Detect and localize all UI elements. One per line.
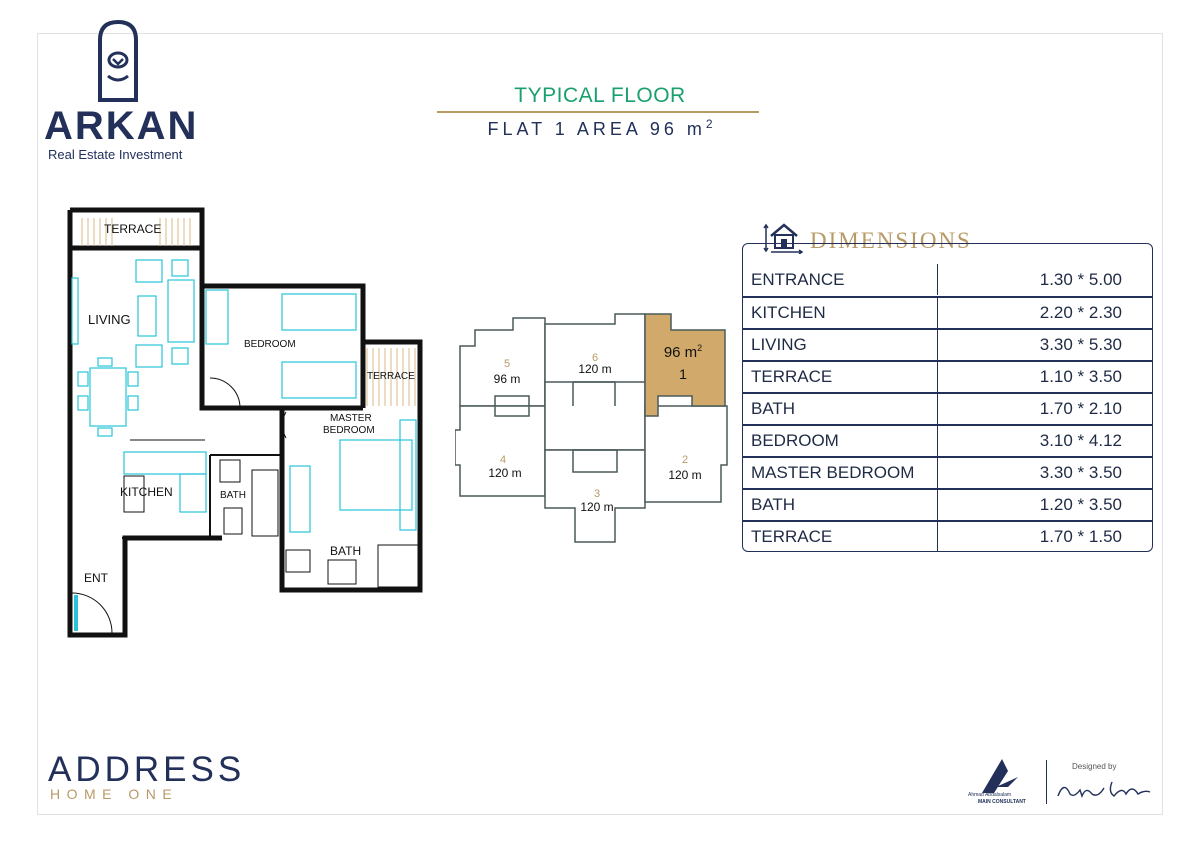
room-label-terrace-right: TERRACE bbox=[367, 371, 415, 382]
room-label-bath-bottom: BATH bbox=[330, 544, 362, 558]
room-name: BATH bbox=[743, 489, 938, 520]
floor-plan-drawing bbox=[67, 207, 423, 638]
room-size: 2.20 * 2.30 bbox=[1039, 302, 1122, 322]
row-divider bbox=[743, 296, 1152, 298]
row-divider bbox=[743, 456, 1152, 458]
table-row: BATH 1.70 * 2.10 bbox=[743, 393, 1152, 424]
room-size: 1.10 * 3.50 bbox=[1039, 366, 1122, 386]
row-divider bbox=[743, 488, 1152, 490]
dimensions-table-header-space bbox=[743, 244, 1152, 264]
table-row: TERRACE 1.10 * 3.50 bbox=[743, 361, 1152, 392]
room-name: BEDROOM bbox=[743, 425, 938, 456]
room-label-kitchen: KITCHEN bbox=[120, 485, 173, 499]
key-plan: 5 96 m 6 120 m 96 m2 1 4 120 m 2 120 m 3… bbox=[454, 310, 735, 545]
page-frame bbox=[37, 33, 1163, 815]
room-label-terrace-top: TERRACE bbox=[104, 222, 162, 236]
room-label-master-line2: BEDROOM bbox=[323, 425, 375, 436]
arkan-logo-icon bbox=[98, 19, 138, 102]
unit-4-number: 4 bbox=[499, 454, 507, 466]
unit-4-area: 120 m bbox=[488, 466, 522, 480]
room-size: 1.30 * 5.00 bbox=[1039, 269, 1122, 289]
room-name: TERRACE bbox=[743, 361, 938, 392]
room-name: BATH bbox=[743, 393, 938, 424]
consultant-name: Ahmad Abdalsalam bbox=[968, 792, 1012, 798]
room-label-bath-small: BATH bbox=[220, 490, 246, 501]
row-divider bbox=[743, 392, 1152, 394]
unit-2-number: 2 bbox=[681, 454, 689, 466]
table-row: MASTER BEDROOM 3.30 * 3.50 bbox=[743, 457, 1152, 488]
room-size: 3.30 * 3.50 bbox=[1039, 462, 1122, 482]
row-divider bbox=[743, 520, 1152, 522]
unit-5-area: 96 m bbox=[493, 372, 521, 386]
project-name: ADDRESS bbox=[48, 750, 246, 789]
room-label-entrance: ENT bbox=[84, 571, 108, 585]
row-divider bbox=[743, 328, 1152, 330]
unit-1-number: 1 bbox=[679, 366, 687, 382]
table-row: KITCHEN 2.20 * 2.30 bbox=[743, 297, 1152, 328]
brand-tagline: Real Estate Investment bbox=[48, 147, 183, 162]
project-subtitle: HOME ONE bbox=[50, 786, 179, 802]
brand-name: ARKAN bbox=[44, 104, 199, 148]
room-name: MASTER BEDROOM bbox=[743, 457, 938, 488]
room-name: TERRACE bbox=[743, 521, 938, 551]
unit-2-area: 120 m bbox=[668, 468, 702, 482]
room-size: 3.10 * 4.12 bbox=[1039, 430, 1122, 450]
room-label-bedroom: BEDROOM bbox=[244, 339, 296, 350]
title-divider bbox=[437, 111, 759, 113]
page-title: TYPICAL FLOOR bbox=[514, 84, 686, 107]
table-row: BATH 1.20 * 3.50 bbox=[743, 489, 1152, 520]
dimensions-title: DIMENSIONS bbox=[810, 228, 972, 253]
consultant-logo-icon bbox=[982, 759, 1018, 793]
designed-by-label: Designed by bbox=[1072, 762, 1117, 771]
key-plan-drawing bbox=[454, 313, 728, 543]
room-size: 1.70 * 2.10 bbox=[1039, 398, 1122, 418]
room-size: 1.20 * 3.50 bbox=[1039, 494, 1122, 514]
table-row: ENTRANCE 1.30 * 5.00 bbox=[743, 264, 1152, 295]
unit-6-area: 120 m bbox=[578, 362, 612, 376]
room-name: LIVING bbox=[743, 329, 938, 360]
room-label-living: LIVING bbox=[88, 312, 131, 327]
room-name: KITCHEN bbox=[743, 297, 938, 328]
unit-5-number: 5 bbox=[503, 358, 511, 370]
row-divider bbox=[743, 424, 1152, 426]
unit-6-number: 6 bbox=[591, 352, 599, 364]
designer-signature bbox=[1057, 781, 1151, 799]
table-row: BEDROOM 3.10 * 4.12 bbox=[743, 425, 1152, 456]
dimensions-table: ENTRANCE 1.30 * 5.00 KITCHEN 2.20 * 2.30 L… bbox=[742, 243, 1153, 552]
room-size: 3.30 * 5.30 bbox=[1039, 334, 1122, 354]
table-row: LIVING 3.30 * 5.30 bbox=[743, 329, 1152, 360]
floor-plan: TERRACE LIVING BEDROOM TERRACE MASTER BE… bbox=[60, 200, 430, 645]
room-name: ENTRANCE bbox=[743, 264, 938, 295]
unit-3-area: 120 m bbox=[580, 500, 614, 514]
footer-divider bbox=[1046, 760, 1047, 804]
room-size: 1.70 * 1.50 bbox=[1039, 526, 1122, 546]
unit-3-number: 3 bbox=[593, 488, 601, 500]
unit-1-area: 96 m2 bbox=[663, 343, 703, 361]
consultant-role: MAIN CONSULTANT bbox=[978, 799, 1026, 805]
flat-area-subtitle: FLAT 1 AREA 96 m2 bbox=[487, 117, 713, 139]
table-row: TERRACE 1.70 * 1.50 bbox=[743, 521, 1152, 551]
room-label-master-line1: MASTER bbox=[330, 413, 372, 424]
row-divider bbox=[743, 360, 1152, 362]
